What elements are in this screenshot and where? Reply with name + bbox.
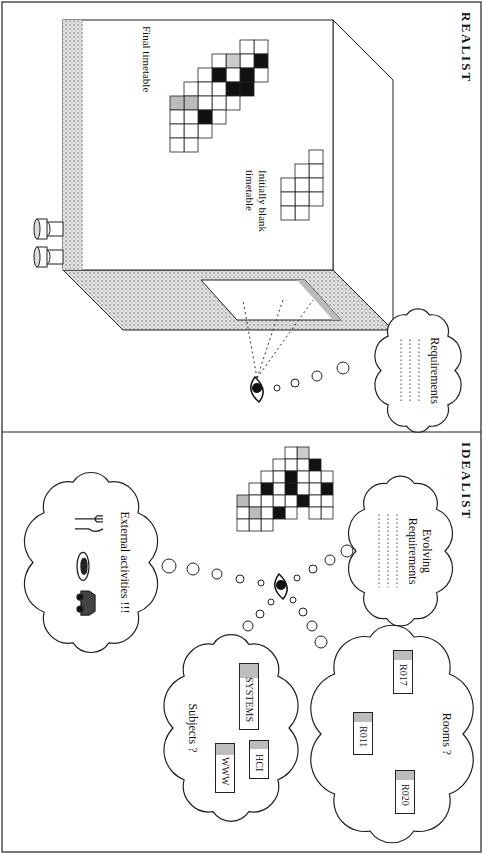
box-label: SYSTEMS (244, 671, 256, 722)
eye (275, 574, 287, 599)
subjects-cloud: Subjects ? SYSTEMS HCI WWW (161, 628, 301, 828)
activity-icons (75, 516, 103, 615)
eye (243, 300, 313, 402)
cloud-heading: External activities !!! (117, 512, 131, 614)
cloud-outline (161, 628, 301, 828)
requirements-cloud: Requirements (369, 300, 467, 441)
subject-box: SYSTEMS (240, 663, 260, 730)
panel-heading: IDEALIST (458, 442, 473, 520)
box-label: R017 (398, 658, 410, 686)
cloud-outline (369, 300, 467, 441)
cloud-outline (344, 468, 457, 634)
final-timetable-grid (170, 40, 268, 152)
box-label: HCI (254, 748, 266, 771)
computer-cube (34, 20, 393, 330)
evolving-timetable-grid (237, 447, 333, 531)
rooms-cloud: Rooms ? R017R011R020 (309, 620, 475, 848)
room-box: R020 (396, 770, 416, 814)
box-label: WWW (220, 751, 232, 785)
subject-box: HCI (250, 740, 270, 779)
blank-timetable-grid (281, 150, 323, 220)
room-box: R017 (394, 650, 414, 694)
thought-bubbles (162, 362, 353, 648)
cloud-outline (21, 466, 161, 659)
timetable-label: Final timetable (140, 26, 153, 92)
cloud-heading: Requirements (427, 337, 441, 404)
activities-cloud: External activities !!! (21, 466, 161, 659)
cloud-heading: Subjects ? (185, 704, 199, 753)
room-box: R011 (354, 712, 374, 755)
cloud-heading: Rooms ? (439, 713, 453, 755)
box-label: R011 (358, 720, 370, 747)
timetable-label: Initially blank timetable (244, 170, 269, 232)
subject-box: WWW (216, 743, 236, 793)
requirements-cloud: Evolving Requirements (344, 468, 457, 634)
cloud-heading: Evolving Requirements (405, 509, 433, 593)
box-label: R020 (400, 778, 412, 806)
panel-heading: REALIST (458, 12, 473, 83)
